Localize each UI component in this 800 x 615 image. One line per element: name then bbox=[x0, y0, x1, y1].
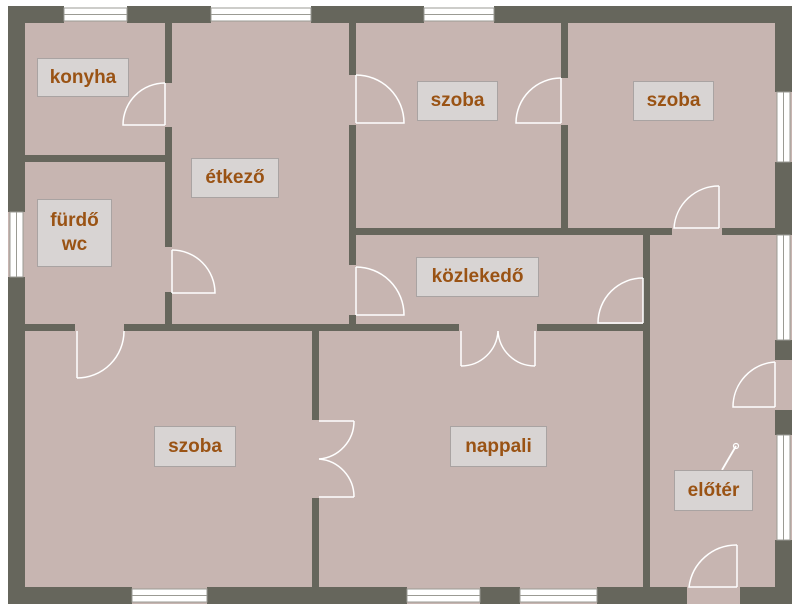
windows bbox=[9, 7, 791, 603]
room-label-szoba-bottom: szoba bbox=[154, 426, 236, 467]
room-label-kozlekedo: közlekedő bbox=[416, 257, 539, 297]
room-label-konyha: konyha bbox=[37, 58, 129, 97]
room-label-nappali: nappali bbox=[450, 426, 547, 467]
room-label-furdo-wc: fürdő wc bbox=[37, 199, 112, 267]
room-label-szoba-top-1: szoba bbox=[417, 81, 498, 121]
door-handle-icon bbox=[721, 442, 740, 471]
room-label-eloter: előtér bbox=[674, 470, 753, 511]
outer-walls bbox=[8, 6, 792, 604]
room-label-szoba-top-2: szoba bbox=[633, 81, 714, 121]
interior-walls bbox=[25, 23, 775, 587]
room-label-etkezo: étkező bbox=[191, 158, 279, 198]
doors bbox=[76, 74, 776, 588]
